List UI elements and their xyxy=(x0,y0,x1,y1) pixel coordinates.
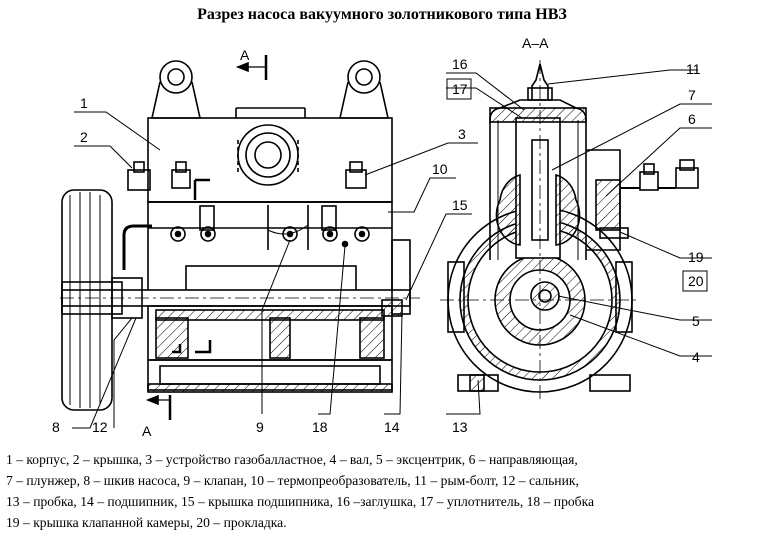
callout-13: 13 xyxy=(452,419,468,435)
diagram-title: Разрез насоса вакуумного золотникового т… xyxy=(197,6,567,23)
lifting-eye-right xyxy=(339,60,389,119)
callout-5: 5 xyxy=(692,313,700,329)
callout-6: 6 xyxy=(688,111,696,127)
legend-line-1: 1 – корпус, 2 – крышка, 3 – устройство г… xyxy=(6,452,578,467)
callout-2: 2 xyxy=(80,129,88,145)
callout-19: 19 xyxy=(688,249,704,265)
callout-20-box xyxy=(682,270,708,292)
pulley xyxy=(61,189,143,411)
callout-3: 3 xyxy=(458,126,466,142)
callout-7: 7 xyxy=(688,87,696,103)
legend-line-2: 7 – плунжер, 8 – шкив насоса, 9 – клапан… xyxy=(6,473,579,488)
top-hub xyxy=(237,124,299,186)
legend-line-3: 13 – пробка, 14 – подшипник, 15 – крышка… xyxy=(6,494,595,509)
callout-4: 4 xyxy=(692,349,700,365)
pump-body xyxy=(147,117,393,203)
callout-18: 18 xyxy=(312,419,328,435)
callout-10: 10 xyxy=(432,161,448,177)
legend: 1 – корпус, 2 – крышка, 3 – устройство г… xyxy=(6,449,758,533)
callout-16: 16 xyxy=(452,56,468,72)
callout-12: 12 xyxy=(92,419,108,435)
callout-20: 20 xyxy=(688,273,704,289)
pump-section-drawing: 1 2 3 10 15 8 12 9 18 14 16 17 11 7 6 19… xyxy=(52,35,712,439)
lifting-eye-left xyxy=(151,60,201,119)
section-aa-view xyxy=(440,60,699,400)
callout-9: 9 xyxy=(256,419,264,435)
callout-labels: 1 2 3 10 15 8 12 9 18 14 16 17 11 7 6 19… xyxy=(52,35,708,439)
section-a-bottom: А xyxy=(142,423,152,439)
legend-line-4: 19 – крышка клапанной камеры, 20 – прокл… xyxy=(6,515,287,530)
foot-right xyxy=(589,374,631,392)
callout-17-box xyxy=(446,78,472,100)
callout-14: 14 xyxy=(384,419,400,435)
leader-lines xyxy=(72,69,712,429)
callout-11: 11 xyxy=(686,61,701,77)
plunger xyxy=(495,117,581,259)
gas-ballast-right xyxy=(345,161,367,189)
section-aa-title: А–А xyxy=(522,35,549,51)
gas-ballast-left xyxy=(127,161,191,191)
section-a-top: А xyxy=(240,47,250,63)
callout-1: 1 xyxy=(80,95,88,111)
callout-17: 17 xyxy=(452,81,468,97)
callout-15: 15 xyxy=(452,197,468,213)
callout-8: 8 xyxy=(52,419,60,435)
front-view xyxy=(60,55,420,420)
